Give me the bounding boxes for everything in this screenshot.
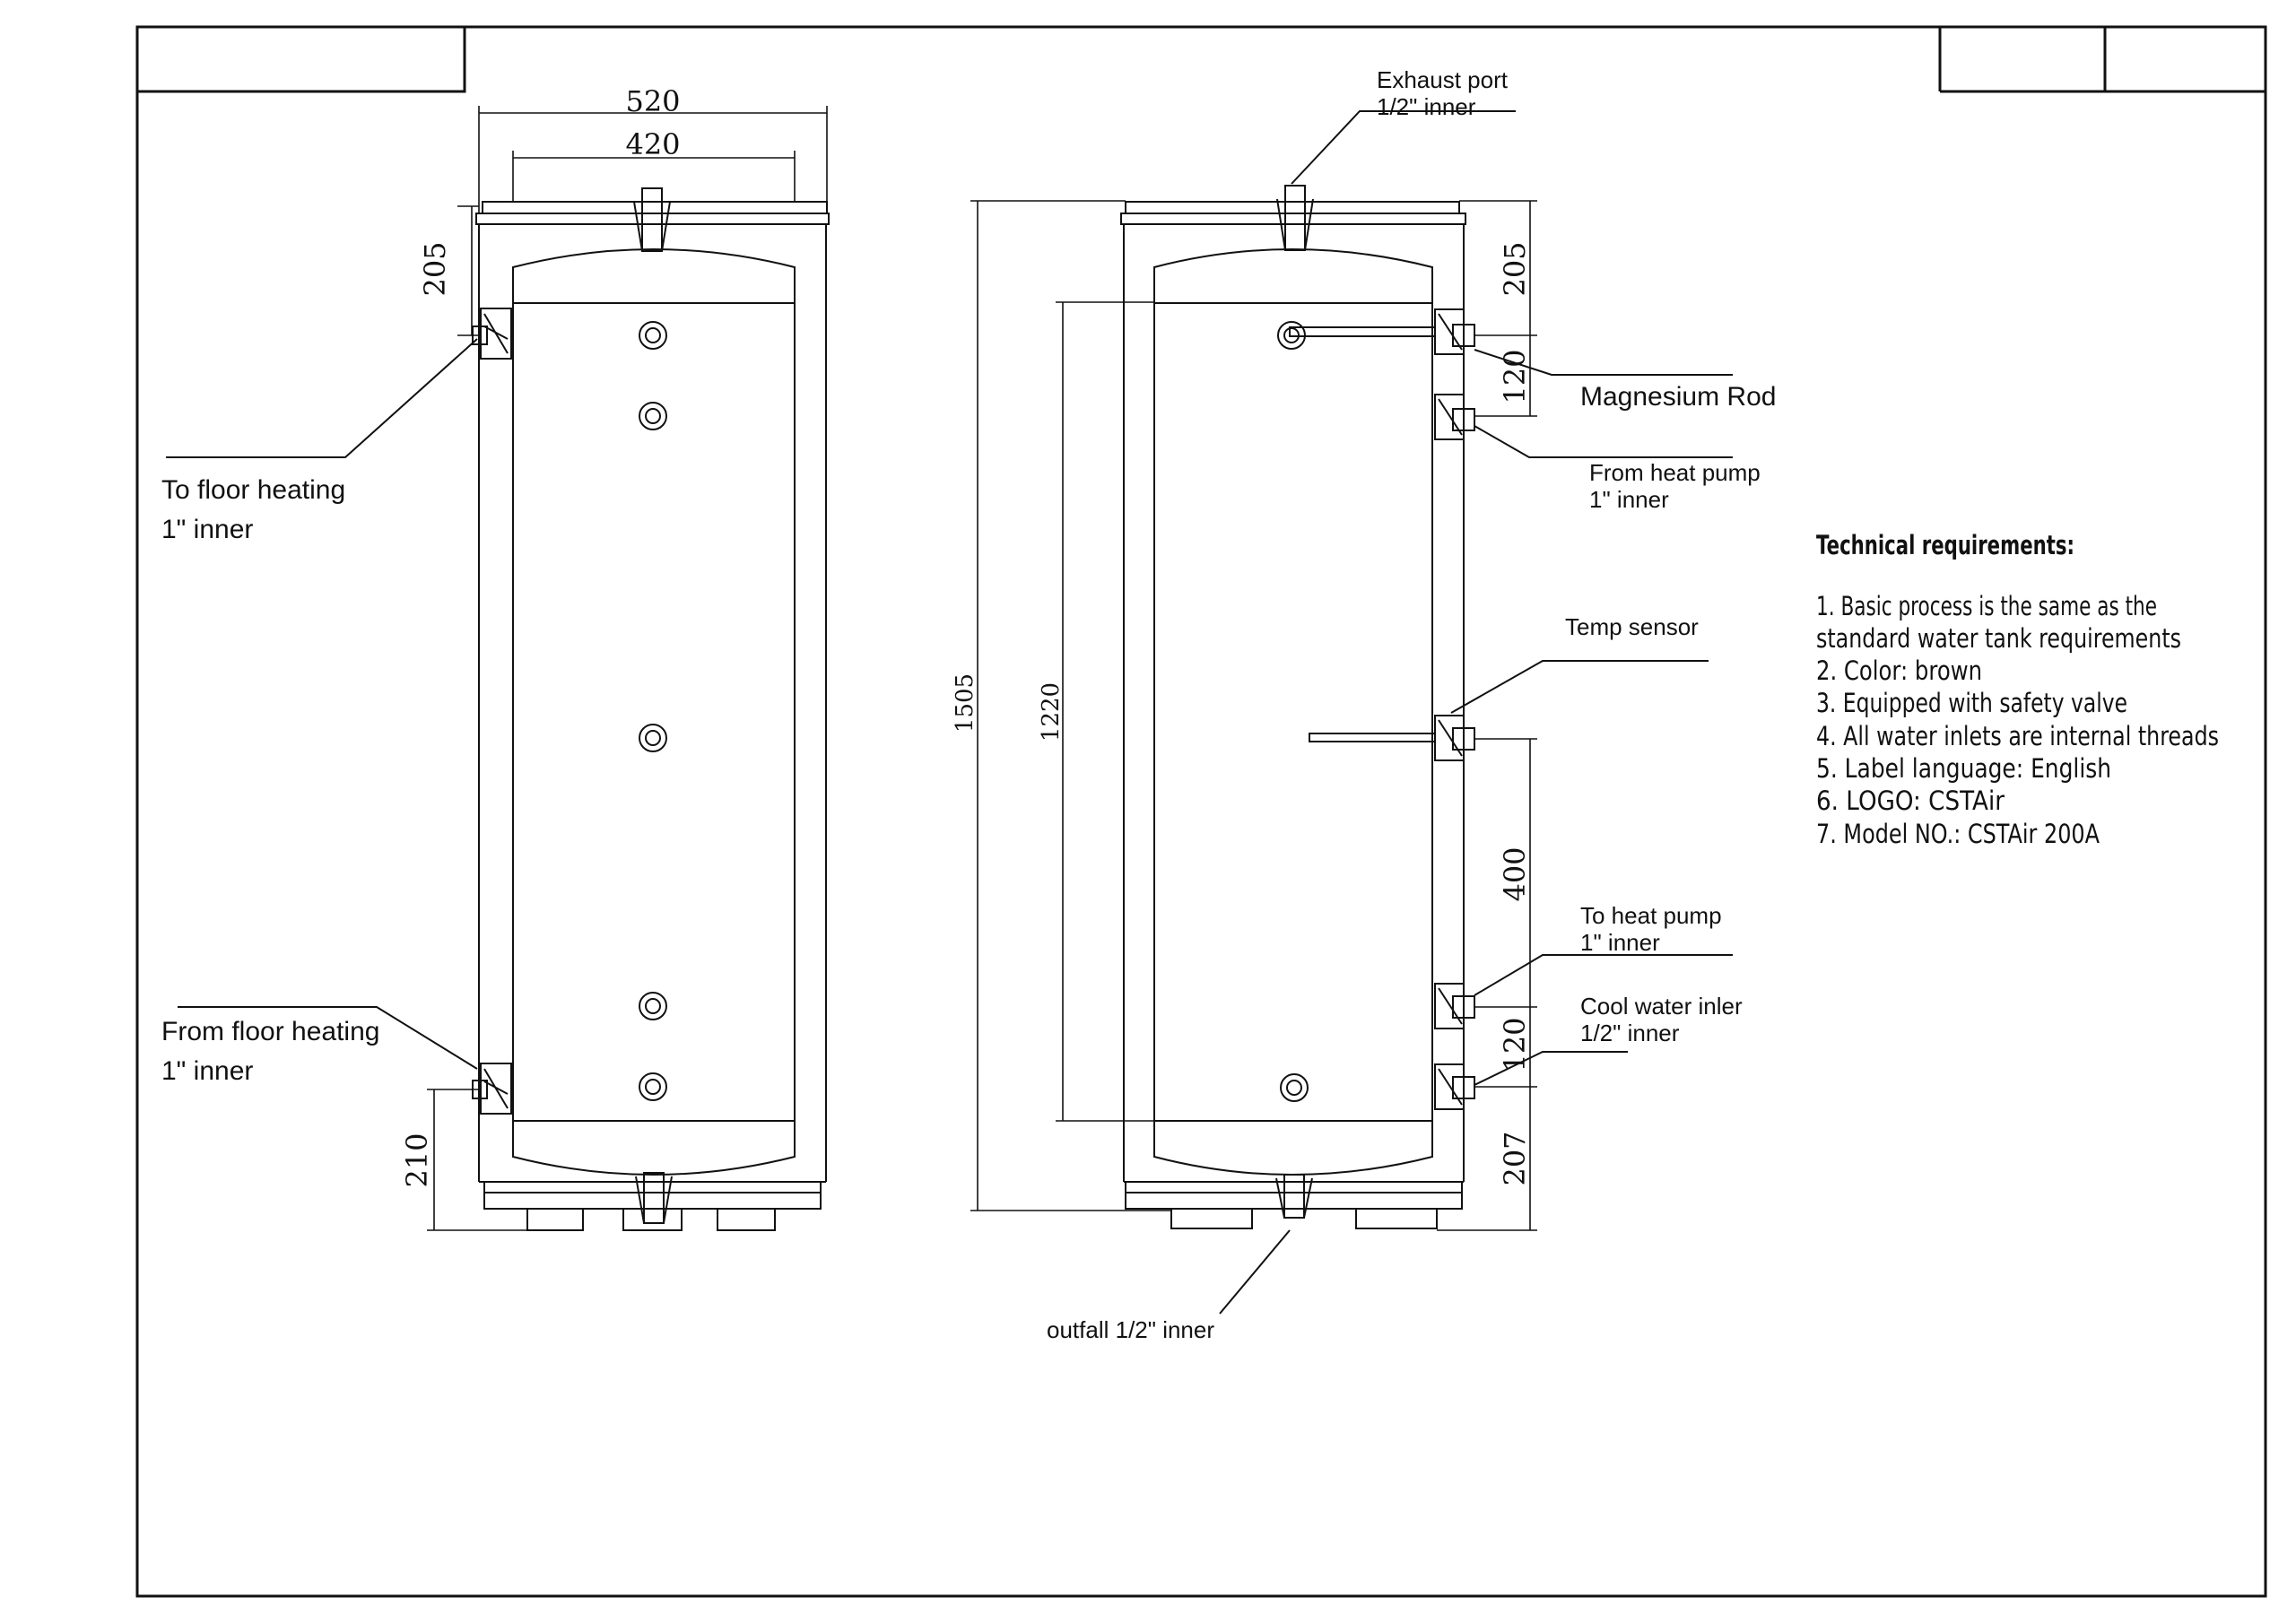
left-top-port: [641, 187, 663, 252]
dim-sensor-spacing: 400: [1498, 846, 1532, 901]
tech-item: 4. All water inlets are internal threads: [1816, 721, 2219, 751]
dim-inner-width: 420: [625, 127, 680, 161]
technical-requirements: Technical requirements: 1. Basic process…: [1816, 530, 2219, 849]
label-from-floor-heating: From floor heating: [161, 1017, 379, 1046]
left-inner-vessel: [512, 302, 796, 1122]
left-tank-view: [472, 187, 830, 1231]
magnesium-rod: [1289, 326, 1436, 337]
label-from-heat-pump-size: 1" inner: [1589, 486, 1669, 513]
right-leaders: [1219, 110, 1733, 1315]
label-to-floor-heating-size: 1" inner: [161, 515, 253, 544]
right-vessel-top-dome: [1153, 248, 1433, 304]
right-tank-lid: [1125, 201, 1460, 213]
tech-requirements-title: Technical requirements:: [1816, 530, 2074, 560]
left-vessel-bottom-dome: [512, 1121, 796, 1176]
left-tank-top-rim: [475, 213, 830, 225]
tech-item: standard water tank requirements: [1816, 623, 2181, 654]
label-temp-sensor: Temp sensor: [1565, 613, 1699, 640]
left-sensor-sockets: [639, 321, 667, 1101]
dim-total-height: 1505: [952, 673, 978, 733]
dim-bottom-spacing: 120: [1498, 1017, 1532, 1072]
right-inner-vessel: [1153, 302, 1433, 1122]
dim-top-left: 205: [418, 241, 452, 296]
tech-item: 1. Basic process is the same as the: [1816, 591, 2157, 621]
right-dimension-lines: [970, 200, 1537, 1231]
label-from-floor-heating-size: 1" inner: [161, 1056, 253, 1086]
label-from-heat-pump: From heat pump: [1589, 459, 1761, 486]
right-vessel-bottom-dome: [1153, 1121, 1433, 1176]
label-outfall: outfall 1/2" inner: [1047, 1316, 1214, 1343]
label-exhaust-port-size: 1/2" inner: [1377, 93, 1476, 120]
right-tank-top-rim: [1120, 213, 1466, 225]
tech-item: 7. Model NO.: CSTAir 200A: [1816, 819, 2100, 849]
left-tank-lid: [482, 201, 828, 213]
left-side-fitting-top: [480, 308, 512, 360]
left-leaders: [166, 338, 478, 1070]
tech-item: 6. LOGO: CSTAir: [1816, 785, 2005, 816]
label-to-floor-heating: To floor heating: [161, 475, 345, 505]
dim-bottom-right: 207: [1498, 1131, 1532, 1185]
tech-item: 3. Equipped with safety valve: [1816, 688, 2127, 718]
label-to-heat-pump: To heat pump: [1580, 902, 1722, 929]
label-cool-water-inlet-size: 1/2" inner: [1580, 1020, 1680, 1046]
right-tank-view: [1120, 185, 1475, 1229]
dim-rod-spacing: 120: [1498, 349, 1532, 404]
dim-inner-height: 1220: [1038, 682, 1065, 742]
right-top-port: [1284, 185, 1306, 251]
label-exhaust-port: Exhaust port: [1377, 66, 1509, 93]
left-vessel-top-dome: [512, 248, 796, 304]
tech-item: 5. Label language: English: [1816, 753, 2111, 784]
tech-item: 2. Color: brown: [1816, 655, 1982, 686]
dim-outer-width: 520: [625, 84, 680, 118]
left-dimension-lines: [427, 106, 828, 1231]
right-side-fittings: [1434, 308, 1475, 1110]
left-bottom-port: [643, 1172, 665, 1224]
left-side-fitting-bottom: [480, 1063, 512, 1115]
dim-bottom-left: 210: [400, 1133, 434, 1187]
label-cool-water-inlet: Cool water inler: [1580, 993, 1743, 1020]
temp-sensor-rod: [1309, 733, 1436, 742]
label-magnesium-rod: Magnesium Rod: [1580, 382, 1776, 412]
right-bottom-port: [1283, 1174, 1305, 1219]
dim-top-right: 205: [1498, 241, 1532, 296]
label-to-heat-pump-size: 1" inner: [1580, 929, 1660, 956]
drawing-frame: [135, 25, 2267, 1598]
